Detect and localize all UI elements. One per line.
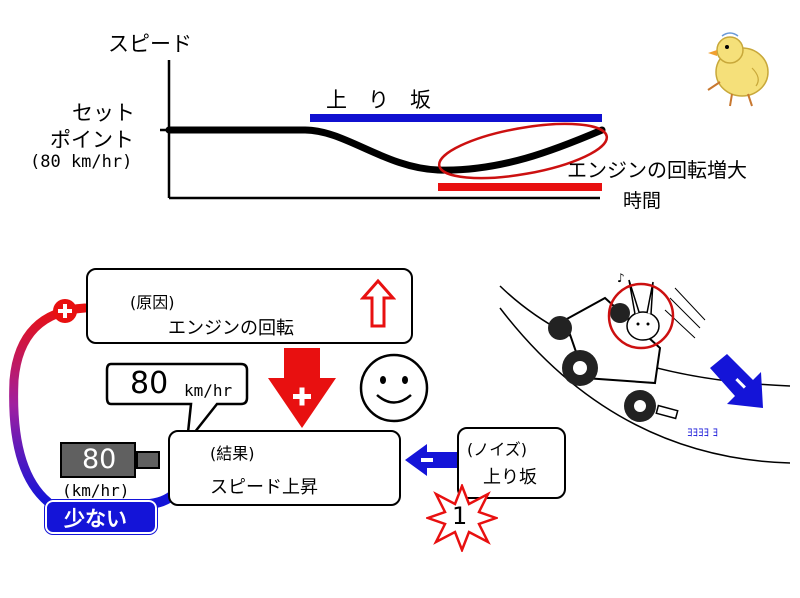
setpoint-label-line1: セット bbox=[72, 101, 135, 125]
speech-unit: km/hr bbox=[184, 381, 233, 400]
setpoint-label-line2: ポイント bbox=[50, 128, 134, 152]
engine-increase-ellipse bbox=[437, 122, 609, 180]
low-badge-text: 少ない bbox=[64, 507, 127, 531]
cause-text: エンジンの回転 bbox=[168, 318, 294, 339]
uphill-bar bbox=[310, 114, 602, 122]
result-box bbox=[168, 430, 401, 506]
up-arrow-icon bbox=[360, 278, 396, 328]
speed-curve bbox=[165, 126, 606, 174]
meter-unit: (km/hr) bbox=[62, 481, 130, 500]
speed-meter-body bbox=[60, 442, 136, 478]
chick-illustration bbox=[707, 32, 769, 107]
rabbit-car-illustration: ﾖﾖﾖﾖ ﾖ ♪ bbox=[499, 271, 791, 464]
noise-box bbox=[457, 427, 566, 499]
meter-value: 80 bbox=[82, 444, 117, 475]
speed-time-graph bbox=[160, 60, 609, 200]
noise-text: 上り坂 bbox=[483, 467, 537, 488]
smiley-face-icon bbox=[359, 353, 429, 423]
svg-text:ﾖﾖﾖﾖ ﾖ: ﾖﾖﾖﾖ ﾖ bbox=[687, 426, 718, 439]
setpoint-value: (80 km/hr) bbox=[30, 152, 133, 172]
starburst-icon bbox=[426, 484, 498, 552]
uphill-label: 上 り 坂 bbox=[326, 88, 431, 112]
speech-value: 80 bbox=[130, 366, 169, 401]
engine-increase-bar bbox=[438, 183, 602, 191]
y-axis-label: スピード bbox=[108, 32, 192, 56]
speech-bubble bbox=[105, 362, 249, 447]
low-badge bbox=[44, 499, 158, 535]
x-axis-label: 時間 bbox=[623, 190, 662, 212]
engine-increase-label: エンジンの回転増大 bbox=[567, 158, 747, 182]
result-title: (結果) bbox=[210, 444, 255, 463]
speed-meter-cap bbox=[136, 451, 160, 469]
noise-title: (ノイズ) bbox=[467, 440, 528, 459]
red-down-arrow bbox=[268, 348, 336, 428]
blue-left-arrow bbox=[405, 444, 459, 476]
result-text: スピード上昇 bbox=[210, 477, 318, 498]
star-number: 1 bbox=[452, 502, 468, 530]
cause-box bbox=[86, 268, 413, 344]
loop-plus-icon bbox=[53, 299, 77, 323]
cause-title: (原因) bbox=[130, 293, 175, 312]
svg-text:♪: ♪ bbox=[617, 271, 625, 285]
